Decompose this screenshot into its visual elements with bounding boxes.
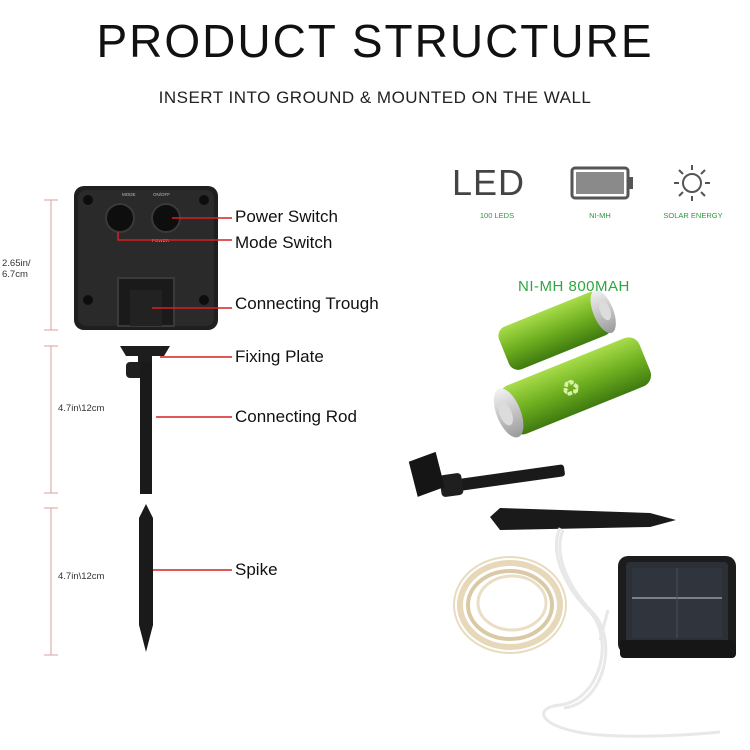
fixing-plate-rod — [120, 346, 170, 494]
solar-panel-box — [618, 556, 736, 658]
page-subtitle: INSERT INTO GROUND & MOUNTED ON THE WALL — [158, 88, 592, 107]
onoff-printed-label: ON/OFF — [153, 192, 170, 197]
rod-length-label: 4.7in\12cm — [58, 403, 105, 414]
spike-part — [139, 504, 153, 652]
power-switch-label: Power Switch — [235, 207, 338, 226]
led-count-caption: 100 LEDS — [479, 211, 515, 220]
loose-spike — [490, 508, 676, 530]
led-wire-coil — [453, 556, 567, 654]
battery-capacity-title: NI-MH 800MAH — [518, 278, 630, 295]
spike-label: Spike — [235, 560, 278, 579]
spike-length-label: 4.7in\12cm — [58, 571, 105, 582]
solar-energy-caption: SOLAR ENERGY — [663, 211, 723, 220]
panel-size-text: 2.65in/ 6.7cm — [2, 258, 31, 280]
battery-level-icon — [570, 166, 633, 200]
battery-illustration: ♻ — [493, 289, 652, 438]
white-cable — [542, 527, 721, 738]
mode-printed-label: MODE — [122, 192, 136, 197]
mode-switch-label: Mode Switch — [235, 233, 333, 252]
battery-type-caption: NI-MH — [589, 211, 611, 220]
connecting-rod-label: Connecting Rod — [235, 407, 357, 426]
connecting-trough-label: Connecting Trough — [235, 294, 379, 313]
leader-lines — [117, 217, 232, 571]
led-heading: LED — [452, 162, 526, 203]
sun-icon — [674, 165, 710, 201]
mode-button-icon — [105, 203, 135, 233]
dimension-lines — [44, 199, 58, 656]
loose-rod-with-plate — [408, 451, 565, 497]
panel-size-label: 2.65in/ 6.7cm — [2, 258, 31, 280]
control-box — [74, 186, 218, 330]
fixing-plate-label: Fixing Plate — [235, 347, 324, 366]
page-title: PRODUCT STRUCTURE — [96, 15, 654, 67]
